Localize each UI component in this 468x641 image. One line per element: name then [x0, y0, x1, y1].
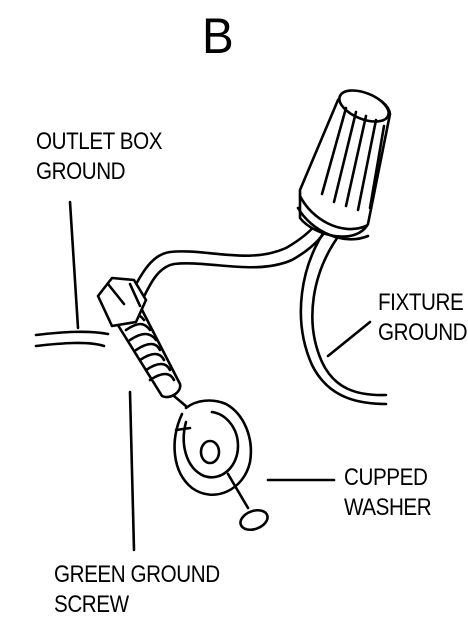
- panel-letter: B: [202, 8, 234, 64]
- cupped-washer: [173, 399, 253, 497]
- label-fixture-ground: FIXTURE GROUND: [378, 288, 468, 348]
- label-line: GROUND: [378, 319, 468, 346]
- label-line: FIXTURE: [378, 289, 464, 316]
- label-line: CUPPED: [344, 464, 428, 491]
- label-outlet-box-ground: OUTLET BOX GROUND: [36, 127, 162, 187]
- fixture-loop-wire: [120, 220, 327, 320]
- leader-fixture-ground: [326, 320, 372, 358]
- label-line: WASHER: [344, 494, 432, 521]
- leader-lines: [68, 200, 372, 552]
- label-green-ground-screw: GREEN GROUND SCREW: [54, 560, 220, 620]
- leader-green-ground-screw: [128, 390, 136, 552]
- fixture-ground-wire: [299, 224, 388, 406]
- label-line: OUTLET BOX: [36, 128, 163, 155]
- wire-nut: [296, 89, 392, 241]
- label-line: SCREW: [54, 591, 129, 618]
- green-ground-screw: [96, 276, 202, 420]
- label-line: GROUND: [36, 158, 126, 185]
- label-line: GREEN GROUND: [54, 561, 220, 588]
- label-cupped-washer: CUPPED WASHER: [344, 463, 432, 523]
- leader-outlet-box-ground: [68, 200, 80, 330]
- washer-nut: [226, 472, 269, 532]
